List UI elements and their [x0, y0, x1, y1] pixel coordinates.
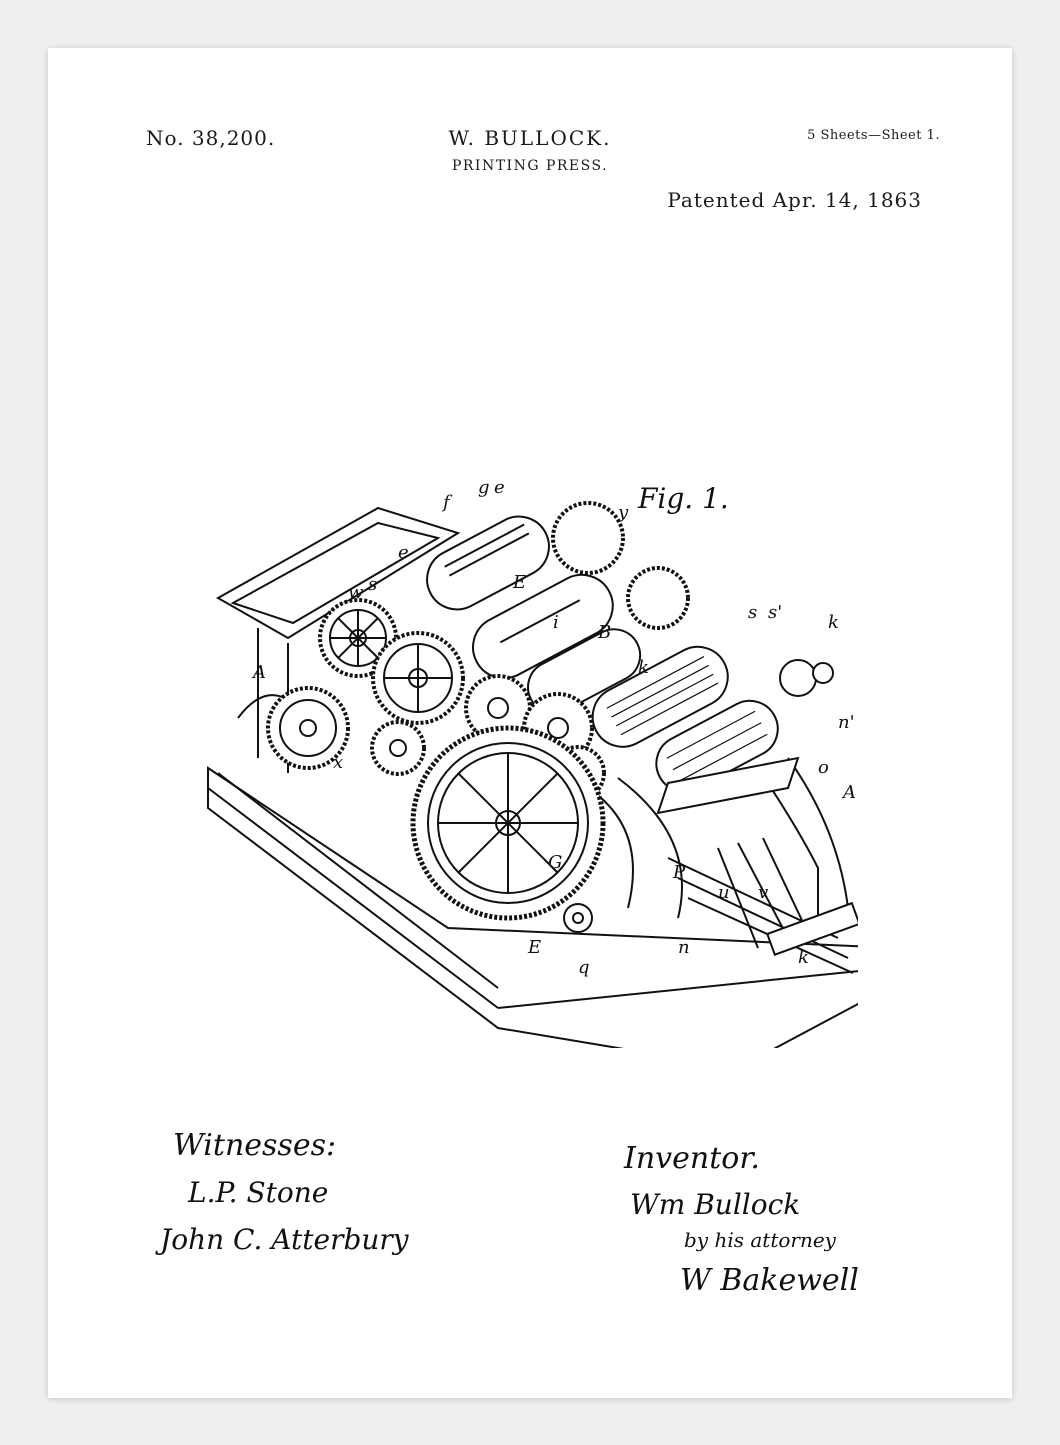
invention-title: PRINTING PRESS.	[451, 158, 609, 174]
part-reference-letter: E	[527, 937, 541, 958]
part-reference-letter: i	[553, 612, 559, 633]
part-reference-letter: n'	[838, 712, 855, 733]
witnesses-label: Witnesses:	[173, 1128, 337, 1163]
part-reference-letter: A	[841, 782, 856, 803]
part-reference-letter: A	[251, 662, 266, 683]
witness-signature-2: John C. Atterbury	[160, 1223, 409, 1256]
ink-cylinders	[426, 515, 779, 793]
inventor-signature: Wm Bullock	[630, 1188, 801, 1221]
part-reference-letter: g	[478, 477, 490, 498]
patent-sheet: No. 38,200. W. BULLOCK. PRINTING PRESS. …	[48, 48, 1012, 1398]
part-reference-letter: k	[828, 612, 839, 633]
part-reference-letter: B	[597, 622, 611, 643]
part-reference-letter: G	[548, 852, 562, 873]
inventor-name: W. BULLOCK.	[448, 126, 612, 150]
part-reference-letter: k	[798, 947, 809, 968]
part-reference-letter: s	[748, 602, 757, 623]
part-reference-letter: n	[678, 937, 690, 958]
part-reference-letter: q	[578, 957, 590, 978]
part-reference-letter: e	[398, 542, 409, 563]
sheet-count: 5 Sheets—Sheet 1.	[807, 128, 940, 143]
patent-number: No. 38,200.	[146, 126, 276, 150]
part-reference-letter: o	[818, 757, 829, 778]
part-reference-letter: v	[758, 882, 768, 903]
press-base	[207, 766, 858, 1048]
press-frame	[215, 506, 849, 928]
witness-signature-1: L.P. Stone	[188, 1176, 329, 1209]
part-reference-letter: x	[333, 752, 343, 773]
figure-label: Fig. 1.	[637, 482, 729, 515]
patented-date: Patented Apr. 14, 1863	[667, 188, 922, 212]
inventor-label: Inventor.	[624, 1141, 760, 1176]
part-reference-letter: k	[638, 657, 649, 678]
flywheel	[410, 725, 606, 921]
part-reference-letter: u	[718, 882, 730, 903]
part-reference-letter: y	[617, 502, 629, 523]
part-reference-letter: f	[441, 492, 453, 513]
part-reference-letter: P	[672, 862, 686, 883]
feed-board	[563, 659, 858, 974]
part-reference-letter: s	[368, 574, 377, 595]
attorney-signature: W Bakewell	[680, 1263, 859, 1298]
part-reference-letter: e	[494, 477, 505, 498]
attorney-by-line: by his attorney	[684, 1228, 836, 1252]
part-reference-letter: s'	[768, 602, 782, 623]
part-reference-letter: E	[512, 572, 526, 593]
part-reference-letter: w	[348, 582, 364, 603]
